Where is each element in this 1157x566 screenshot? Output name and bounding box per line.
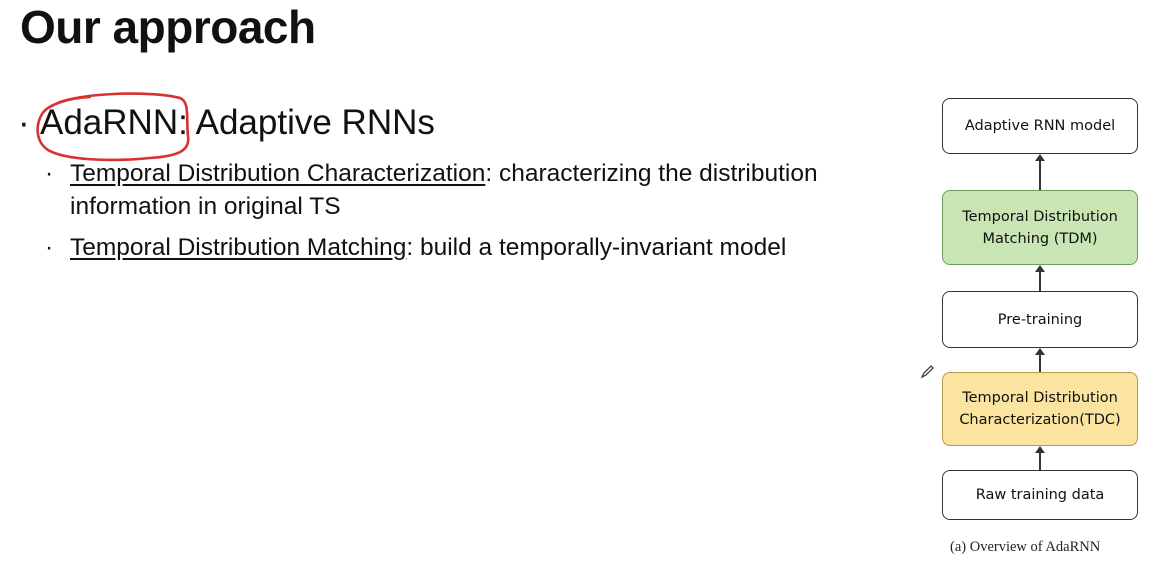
box-adaptive-rnn-model: Adaptive RNN model bbox=[942, 98, 1138, 154]
sub-bullet-description: : build a temporally-invariant model bbox=[406, 234, 787, 261]
sub-bullet-text: Temporal Distribution Characterization: … bbox=[70, 157, 830, 223]
box-temporal-distribution-matching: Temporal Distribution Matching (TDM) bbox=[942, 190, 1138, 265]
sub-bullet-term: Temporal Distribution Matching bbox=[70, 234, 407, 261]
sub-bullet-dot: · bbox=[45, 160, 54, 187]
sub-bullet-term: Temporal Distribution Characterization bbox=[70, 160, 486, 187]
arrow-up-icon bbox=[1035, 154, 1045, 190]
bullet-dot: · bbox=[18, 103, 30, 142]
red-ink-circle-annotation bbox=[36, 92, 190, 162]
box-pre-training: Pre-training bbox=[942, 291, 1138, 348]
arrow-up-icon bbox=[1035, 348, 1045, 372]
sub-bullet-text: Temporal Distribution Matching: build a … bbox=[70, 231, 830, 264]
sub-bullet-description: : characterizing the distribution inform… bbox=[70, 160, 818, 220]
arrow-up-icon bbox=[1035, 265, 1045, 291]
diagram-caption: (a) Overview of AdaRNN bbox=[950, 539, 1101, 555]
method-name: AdaRNN bbox=[40, 103, 179, 142]
method-subtitle: : Adaptive RNNs bbox=[178, 103, 435, 142]
pen-cursor-icon bbox=[920, 365, 934, 379]
box-temporal-distribution-characterization: Temporal Distribution Characterization(T… bbox=[942, 372, 1138, 446]
arrow-up-icon bbox=[1035, 446, 1045, 470]
adarnn-overview-diagram: Adaptive RNN model Temporal Distribution… bbox=[930, 90, 1155, 566]
slide-title: Our approach bbox=[20, 1, 316, 53]
box-raw-training-data: Raw training data bbox=[942, 470, 1138, 520]
sub-bullet-dot: · bbox=[45, 234, 54, 261]
main-bullet: · AdaRNN: Adaptive RNNs bbox=[18, 103, 435, 143]
